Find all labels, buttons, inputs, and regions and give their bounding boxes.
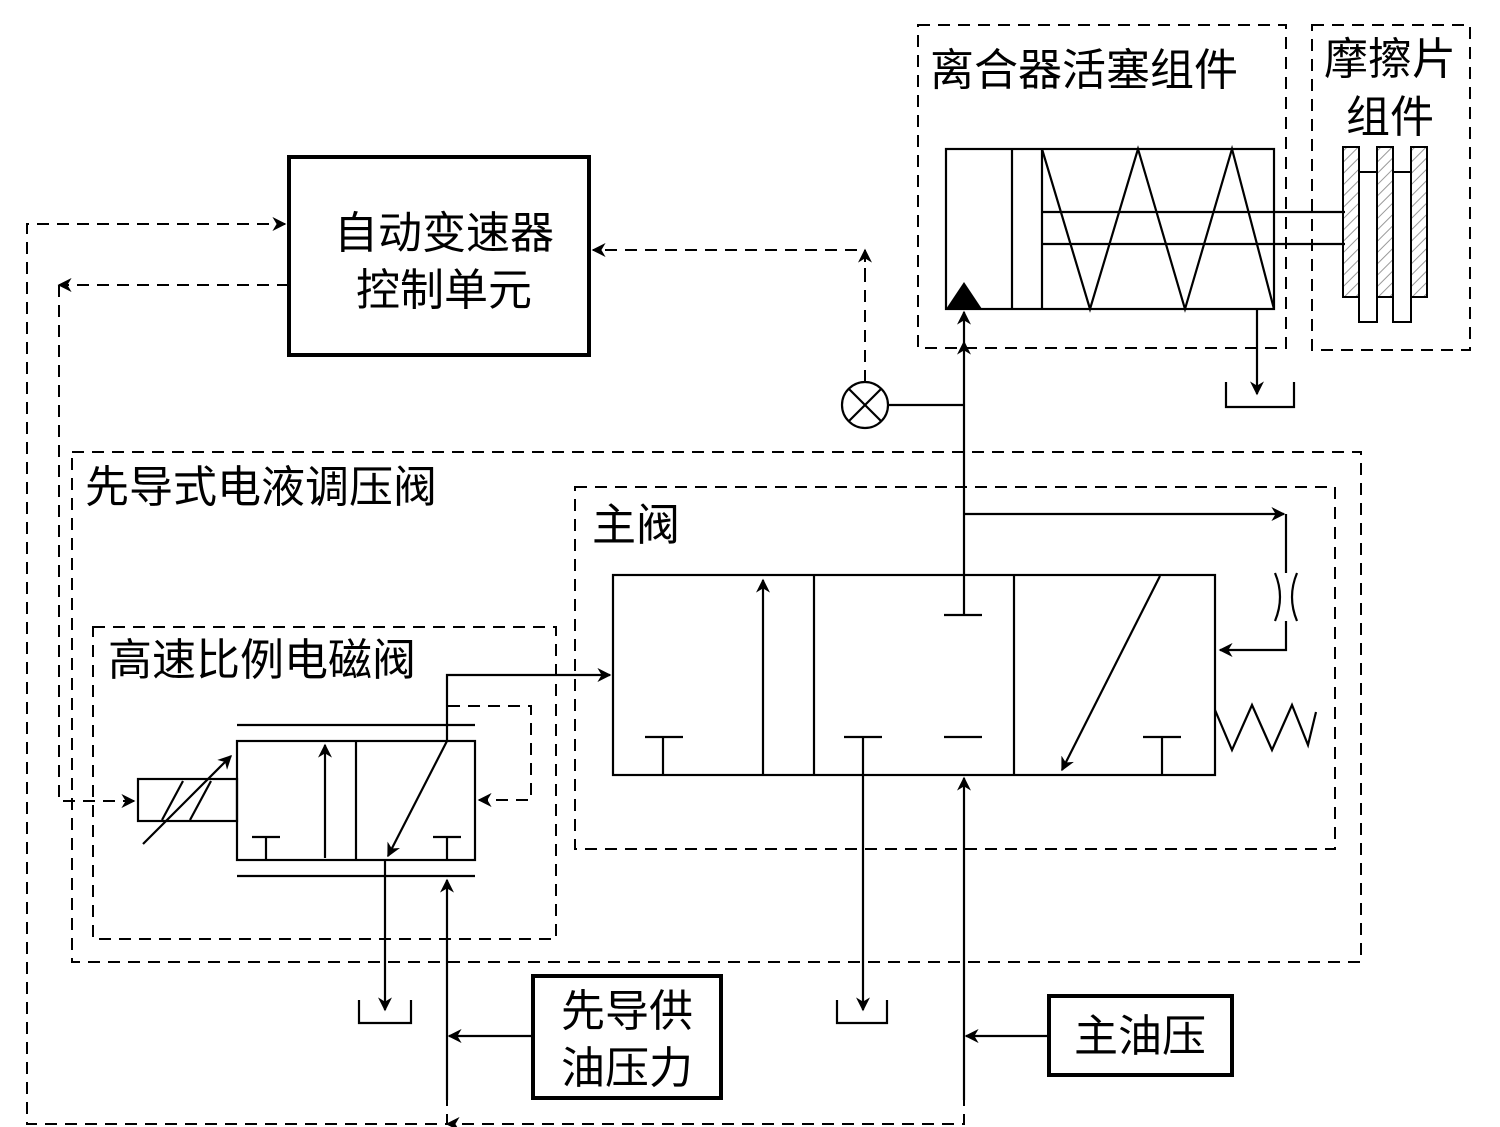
return-spring-icon <box>1040 144 1276 313</box>
tcu-label-line2: 控制单元 <box>356 265 532 316</box>
tcu-block: 自动变速器 控制单元 <box>287 155 591 357</box>
pilot-valve-label: 先导式电液调压阀 <box>85 462 437 513</box>
main-valve: 主阀 <box>574 486 1336 850</box>
pressure-sensor-icon <box>840 380 964 430</box>
clutch-piston-assembly: 离合器活塞组件 <box>917 24 1345 349</box>
main-valve-label: 主阀 <box>592 500 680 551</box>
signal-lines <box>26 217 965 1127</box>
solenoid-valve-label: 高速比例电磁阀 <box>108 635 416 686</box>
friction-label-line1: 摩擦片 <box>1324 34 1456 85</box>
tcu-label-line1: 自动变速器 <box>334 208 554 259</box>
tank-icon-clutch <box>1224 309 1296 409</box>
pilot-supply-pressure-block: 先导供 油压力 <box>531 974 723 1100</box>
pilot-valve-box: 先导式电液调压阀 <box>71 451 1362 963</box>
main-pressure-label: 主油压 <box>1074 1011 1206 1062</box>
hydraulic-lines <box>357 310 1288 1100</box>
main-oil-pressure-block: 主油压 <box>1047 994 1234 1077</box>
pilot-supply-label-line2: 油压力 <box>561 1043 693 1094</box>
friction-plate-assembly: 摩擦片 组件 <box>1311 24 1471 351</box>
orifice-icon <box>1273 572 1282 622</box>
spring-icon <box>1213 702 1318 753</box>
solenoid-coil-icon <box>136 777 239 823</box>
friction-label-line2: 组件 <box>1346 92 1434 143</box>
pilot-supply-label-line1: 先导供 <box>561 986 693 1037</box>
solenoid-valve: 高速比例电磁阀 <box>92 626 557 940</box>
clutch-piston-label: 离合器活塞组件 <box>930 45 1238 96</box>
